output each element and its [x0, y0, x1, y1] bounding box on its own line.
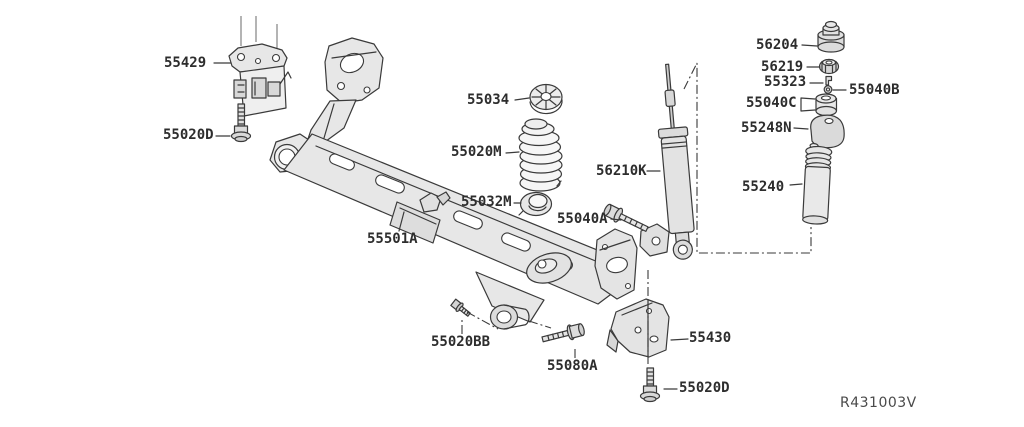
- bushing-55248n: [810, 114, 845, 149]
- part-label-55240: 55240: [742, 179, 785, 195]
- bracket-55429: [228, 43, 292, 117]
- part-label-55430: 55430: [689, 330, 732, 346]
- bolt-55040a: [603, 203, 649, 232]
- part-label-55248n: 55248N: [741, 120, 792, 136]
- part-label-55020d-lower: 55020D: [679, 380, 730, 396]
- part-label-55032m: 55032M: [461, 194, 512, 210]
- part-label-55323: 55323: [764, 74, 807, 90]
- dust-boot-55240: [802, 142, 833, 225]
- part-label-56219: 56219: [761, 59, 804, 75]
- part-label-55020bb: 55020BB: [431, 334, 491, 350]
- shock-absorber-56210k: [657, 63, 695, 260]
- part-label-55020d-upper: 55020D: [163, 127, 214, 143]
- part-label-56210k: 56210K: [596, 163, 647, 179]
- spring-seat-55032m: [518, 191, 553, 217]
- nut-55040b: [823, 85, 833, 94]
- part-label-55040a: 55040A: [557, 211, 608, 227]
- part-label-55020m: 55020M: [451, 144, 502, 160]
- spring-cap-55034: [529, 83, 563, 115]
- bolt-55020d-upper: [230, 103, 252, 143]
- alignment-guide-lines: [240, 16, 278, 110]
- washer-56219: [818, 58, 840, 75]
- axle-beam-55501a: [269, 37, 670, 330]
- coil-spring-55020m: [518, 118, 563, 192]
- bump-stop-56204: [817, 20, 845, 53]
- part-label-55034: 55034: [467, 92, 510, 108]
- leader-lines: [213, 44, 847, 390]
- clip-55323: [825, 75, 833, 86]
- part-label-55429: 55429: [164, 55, 207, 71]
- part-label-56204: 56204: [756, 37, 799, 53]
- bolt-55080a: [541, 323, 585, 343]
- bolt-55020d-lower: [639, 367, 661, 403]
- assembly-axis-lines: [461, 62, 812, 367]
- part-label-55501a: 55501A: [367, 231, 418, 247]
- part-label-55080a: 55080A: [547, 358, 598, 374]
- bolt-55020bb: [450, 298, 471, 317]
- spacer-55040c: [815, 93, 838, 117]
- part-label-55040c: 55040C: [746, 95, 797, 111]
- part-label-55040b: 55040B: [849, 82, 900, 98]
- diagram-reference-code: R431003V: [840, 395, 917, 411]
- bracket-55430: [606, 298, 670, 358]
